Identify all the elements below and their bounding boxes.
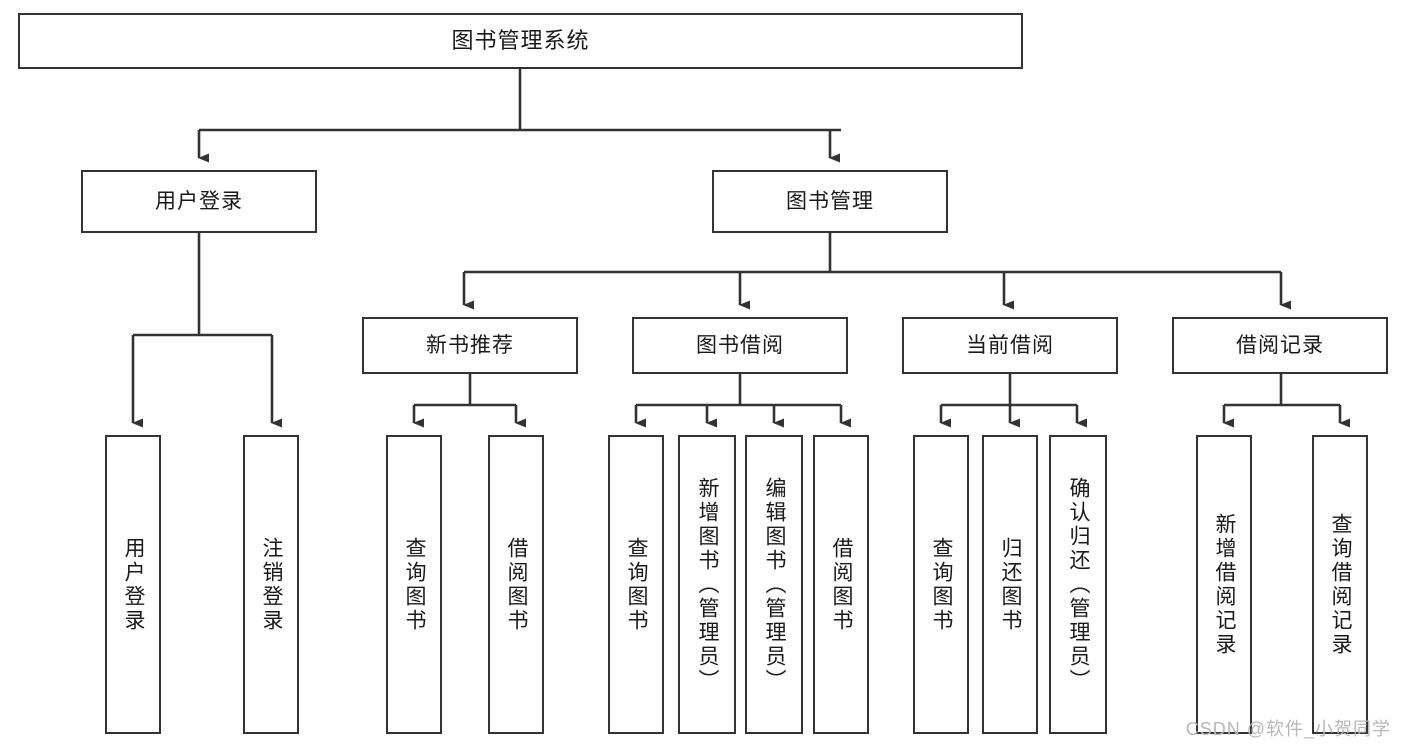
node-leaf-borrow-book-recommend[interactable]: 借阅图书 (488, 435, 544, 734)
node-label: 确认归还（管理员） (1067, 476, 1090, 693)
node-book-borrow[interactable]: 图书借阅 (632, 317, 848, 374)
node-borrow-record[interactable]: 借阅记录 (1172, 317, 1388, 374)
node-leaf-query-book-current[interactable]: 查询图书 (913, 435, 969, 734)
node-book-management[interactable]: 图书管理 (712, 170, 948, 233)
node-label: 用户登录 (155, 189, 243, 213)
node-leaf-user-login[interactable]: 用户登录 (105, 435, 161, 734)
node-label: 新增借阅记录 (1213, 512, 1236, 657)
node-label: 查询借阅记录 (1329, 512, 1352, 657)
csdn-watermark: CSDN @软件_小贺同学 (1185, 719, 1391, 739)
node-label: 查询图书 (930, 536, 953, 633)
node-leaf-edit-book-admin[interactable]: 编辑图书（管理员） (745, 435, 803, 734)
node-leaf-add-book-admin[interactable]: 新增图书（管理员） (678, 435, 736, 734)
node-leaf-borrow-book[interactable]: 借阅图书 (813, 435, 869, 734)
node-label: 借阅图书 (505, 536, 528, 633)
node-label: 用户登录 (122, 536, 145, 633)
node-user-login[interactable]: 用户登录 (81, 170, 317, 233)
edges-book-manage-to-level3 (462, 233, 1291, 310)
node-label: 注销登录 (260, 536, 283, 633)
node-leaf-add-borrow-record[interactable]: 新增借阅记录 (1196, 435, 1252, 734)
node-label: 新增图书（管理员） (696, 476, 719, 693)
node-label: 查询图书 (403, 536, 426, 633)
node-label: 借阅记录 (1236, 333, 1324, 357)
node-new-book-recommend[interactable]: 新书推荐 (362, 317, 578, 374)
node-label: 查询图书 (625, 536, 648, 633)
node-label: 编辑图书（管理员） (763, 476, 786, 693)
node-leaf-query-book-borrow[interactable]: 查询图书 (608, 435, 664, 734)
node-label: 当前借阅 (966, 333, 1054, 357)
node-leaf-confirm-return-admin[interactable]: 确认归还（管理员） (1049, 435, 1107, 734)
edges-book-borrow-to-leaves (634, 374, 851, 428)
node-leaf-logout[interactable]: 注销登录 (243, 435, 299, 734)
edges-current-borrow-to-leaves (939, 374, 1087, 428)
node-current-borrow[interactable]: 当前借阅 (902, 317, 1118, 374)
node-leaf-return-book[interactable]: 归还图书 (982, 435, 1038, 734)
node-label: 借阅图书 (830, 536, 853, 633)
node-label: 图书管理系统 (451, 27, 590, 53)
node-root-book-management-system[interactable]: 图书管理系统 (18, 13, 1023, 69)
node-label: 图书借阅 (696, 333, 784, 357)
node-leaf-query-book-recommend[interactable]: 查询图书 (386, 435, 442, 734)
node-label: 新书推荐 (426, 333, 514, 357)
edges-new-book-recommend-to-leaves (412, 374, 526, 428)
node-label: 图书管理 (786, 189, 874, 213)
edges-user-login-to-leaves (131, 233, 282, 428)
edges-borrow-record-to-leaves (1222, 374, 1350, 428)
edges-root-to-level2 (197, 69, 841, 163)
node-leaf-query-borrow-record[interactable]: 查询借阅记录 (1312, 435, 1368, 734)
node-label: 归还图书 (999, 536, 1022, 633)
